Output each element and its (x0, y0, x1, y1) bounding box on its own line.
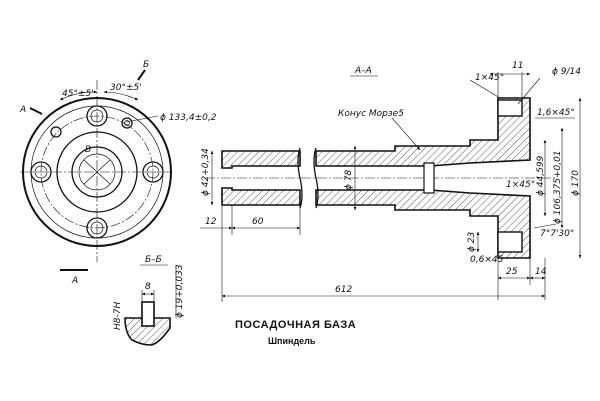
cut-a-top-label: А (19, 105, 26, 115)
front-view: 45°±5' 30°±5' ϕ 133,4±0,2 В А А Б (19, 60, 217, 286)
top-key-slot (497, 99, 523, 117)
d23-label: ϕ 23 (467, 231, 477, 252)
cut-a-top (29, 107, 43, 115)
angle-dim-30 (103, 90, 139, 101)
cut-a-bottom-label: А (71, 276, 78, 286)
break-right (313, 147, 319, 209)
bolt-circle (40, 115, 154, 229)
bolt-circle-leader (125, 115, 159, 123)
bolt-hole-left-inner (34, 165, 48, 179)
section-bb-title: Б–Б (145, 255, 162, 265)
section-aa-title: А–А (354, 66, 372, 76)
len-25-label: 25 (506, 267, 518, 277)
angle-45-label: 45°±5' (62, 89, 94, 99)
len-14-label: 14 (535, 267, 547, 277)
width-8-label: 8 (145, 282, 151, 292)
bore-inner-circle (78, 153, 116, 191)
d19-label: ϕ 19+0,033 (175, 264, 185, 318)
lower-right-wall (315, 189, 531, 259)
morse-label: Конус Морзе5 (338, 109, 404, 119)
bolt-circle-label: ϕ 133,4±0,2 (160, 113, 217, 123)
cut-b-label: Б (143, 60, 149, 70)
angle-dim-45 (59, 90, 98, 101)
bottom-key-slot (497, 231, 523, 253)
drawing-title: ПОСАДОЧНАЯ БАЗА (235, 319, 356, 331)
chamfer-top-label: 1×45° (475, 73, 504, 83)
chamfer-top-leader (469, 79, 501, 99)
spindle-section: А–А Конус Морзе5 11 1×45° ϕ 9/14 1,6×45° (200, 61, 582, 302)
bolt-hole-right (142, 161, 164, 183)
bolt-hole-left (30, 161, 52, 183)
angle-30-label: 30°±5' (110, 83, 142, 93)
len-11-label: 11 (512, 61, 523, 71)
bolt-hole-right-inner (146, 165, 160, 179)
small-hole-right (121, 117, 133, 129)
drawing-subtitle: Шпиндель (268, 336, 316, 346)
angle-7-leader (533, 223, 557, 229)
hole-label-v: В (85, 145, 91, 155)
len-60-label: 60 (252, 217, 264, 227)
cut-b-line (137, 69, 146, 81)
spindle-body-circle (56, 131, 138, 213)
upper-left-wall (221, 150, 301, 169)
fit-h8-label: H8-7H (113, 302, 123, 330)
chamfer-small-label: 0,6×45 (470, 255, 504, 265)
bolt-hole-bottom (86, 217, 108, 239)
d44-label: ϕ 44,599 (536, 155, 546, 196)
break-left (297, 147, 303, 209)
bolt-hole-bottom-inner (90, 221, 104, 235)
bore-diag-2 (83, 159, 111, 185)
chamfer-right-label: 1,6×45° (537, 108, 575, 118)
len-12-label: 12 (205, 217, 217, 227)
d9-leader (517, 77, 541, 105)
d42-label: ϕ 42+0,34 (201, 148, 211, 196)
len-612-label: 612 (335, 285, 352, 295)
lower-left-wall (221, 187, 301, 206)
angle-7-label: 7°7'30" (540, 229, 574, 239)
section-bb-body (124, 317, 171, 346)
chamfer-mid-label: 1×45° (506, 180, 535, 190)
d78-label: ϕ 78 (344, 169, 354, 190)
bore-circle (71, 146, 123, 198)
small-hole-right-inner (124, 120, 130, 126)
d170-label: ϕ 170 (571, 170, 581, 196)
section-bb: Б–Б 8 H8-7H ϕ 19+0,033 (113, 255, 185, 346)
bolt-hole-top-inner (90, 109, 104, 123)
upper-right-wall (315, 97, 531, 167)
bolt-hole-top (86, 105, 108, 127)
d9-label: ϕ 9/14 (552, 67, 581, 77)
morse-leader (391, 117, 421, 151)
d106-label: ϕ 106,375+0,01 (553, 150, 563, 224)
small-hole-left (50, 126, 62, 138)
mid-groove (423, 162, 435, 194)
section-bb-key (141, 301, 155, 327)
